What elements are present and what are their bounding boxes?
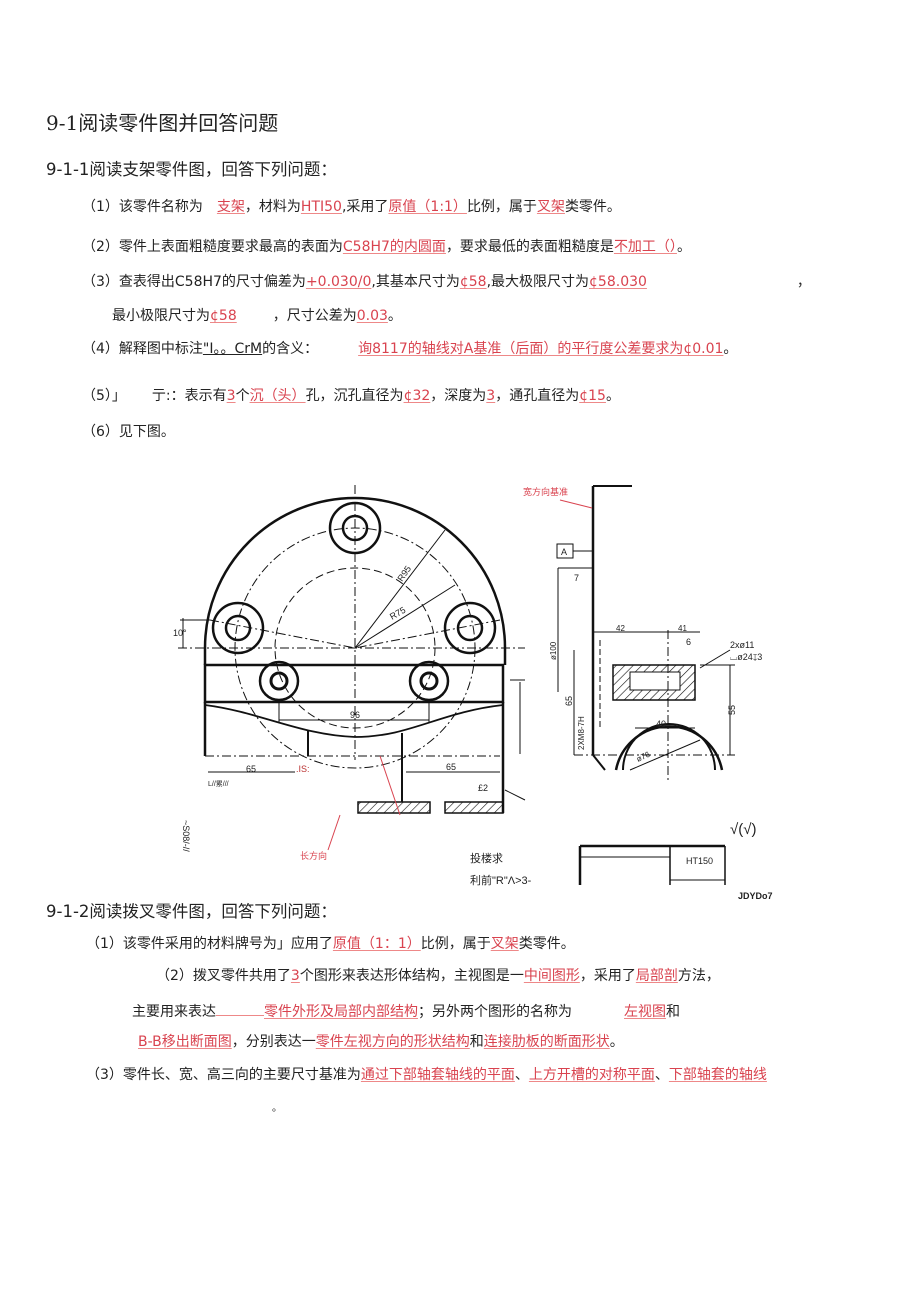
thread-label: 2XM8-7H bbox=[577, 716, 586, 750]
mounting-holes bbox=[211, 501, 497, 702]
drawing-code: JDYDo7 bbox=[738, 891, 773, 901]
question-1-6: （6）见下图。 bbox=[82, 424, 175, 440]
question-2-2-cont: 主要用来表达零件外形及局部内部结构；另外两个图形的名称为左视图和 bbox=[132, 1001, 680, 1021]
length-direction-label: 长方向 bbox=[300, 850, 327, 861]
note-line-1: 投楼求 bbox=[470, 851, 503, 865]
angle-label: 10° bbox=[173, 628, 187, 638]
plate bbox=[203, 663, 505, 704]
dim-65-right: 65 bbox=[446, 762, 456, 772]
question-2-3-end: 。 bbox=[272, 1103, 282, 1114]
chamfer-label: £2 bbox=[478, 783, 488, 793]
side-label: ~S08/-// bbox=[181, 820, 191, 852]
dim-42: 42 bbox=[616, 624, 625, 633]
r75-label: R75 bbox=[388, 605, 407, 622]
dim-96: 96 bbox=[350, 710, 360, 720]
section-heading-9-1-2: 9-1-2阅读拨叉零件图，回答下列问题： bbox=[46, 902, 337, 921]
question-2-1: （1）该零件采用的材料牌号为」应用了原值（1：1）比例，属于叉架类零件。 bbox=[86, 936, 575, 952]
question-1-5: （5）」亍:：表示有3个沉（头）孔，沉孔直径为¢32，深度为3，通孔直径为¢15… bbox=[82, 388, 620, 404]
dim-7: 7 bbox=[574, 573, 579, 583]
hole-callout-2: ⌴ø24↧3 bbox=[730, 652, 762, 662]
dim-65-left: 65 bbox=[246, 764, 256, 774]
hole-callout-1: 2xø11 bbox=[730, 640, 754, 650]
dim-40: 40 bbox=[656, 719, 666, 729]
dim-55: 55 bbox=[727, 705, 737, 715]
left-mark: L//累/// bbox=[208, 780, 229, 788]
question-2-2-cont2: B-B移出断面图，分别表达一零件左视方向的形状结构和连接肋板的断面形状。 bbox=[138, 1034, 624, 1050]
question-1-2: （2）零件上表面粗糙度要求最高的表面为C58H7的内圆面，要求最低的表面粗糙度是… bbox=[82, 239, 691, 255]
question-1-3: （3）查表得出C58H7的尺寸偏差为+0.030/0,其基本尺寸为¢58,最大极… bbox=[82, 274, 811, 290]
dim-41: 41 bbox=[678, 624, 687, 633]
section-heading-9-1-1: 9-1-1阅读支架零件图，回答下列问题： bbox=[46, 160, 337, 179]
question-1-4: （4）解释图中标注"I。。CrM的含义：询8117的轴线对A基准（后面）的平行度… bbox=[82, 341, 738, 357]
roughness-symbol: √(√) bbox=[730, 821, 756, 838]
question-2-3: （3）零件长、宽、高三向的主要尺寸基准为通过下部轴套轴线的平面、上方开槽的对称平… bbox=[86, 1067, 767, 1083]
question-2-2: （2）拨叉零件共用了3个图形来表达形体结构，主视图是一中间图形，采用了局部剖方法… bbox=[156, 968, 720, 984]
dim-6: 6 bbox=[686, 637, 691, 647]
r95-label: R95 bbox=[395, 564, 413, 583]
question-1-1: （1）该零件名称为支架，材料为HTI50,采用了原值（1:1）比例，属于叉架类零… bbox=[82, 199, 621, 215]
material-cell: HT150 bbox=[686, 856, 713, 866]
dim-65-side: 65 bbox=[564, 696, 574, 706]
question-1-3-cont: 最小极限尺寸为¢58，尺寸公差为0.03。 bbox=[112, 308, 402, 324]
dim-is: .IS: bbox=[296, 764, 310, 774]
datum-a: A bbox=[561, 547, 567, 557]
width-datum-label: 宽方向基准 bbox=[523, 486, 568, 497]
note-line-2: 利前"R"Λ>3- bbox=[470, 873, 532, 887]
dim-d100: ø100 bbox=[549, 641, 558, 660]
page-title: 9-1阅读零件图并回答问题 bbox=[46, 111, 279, 135]
